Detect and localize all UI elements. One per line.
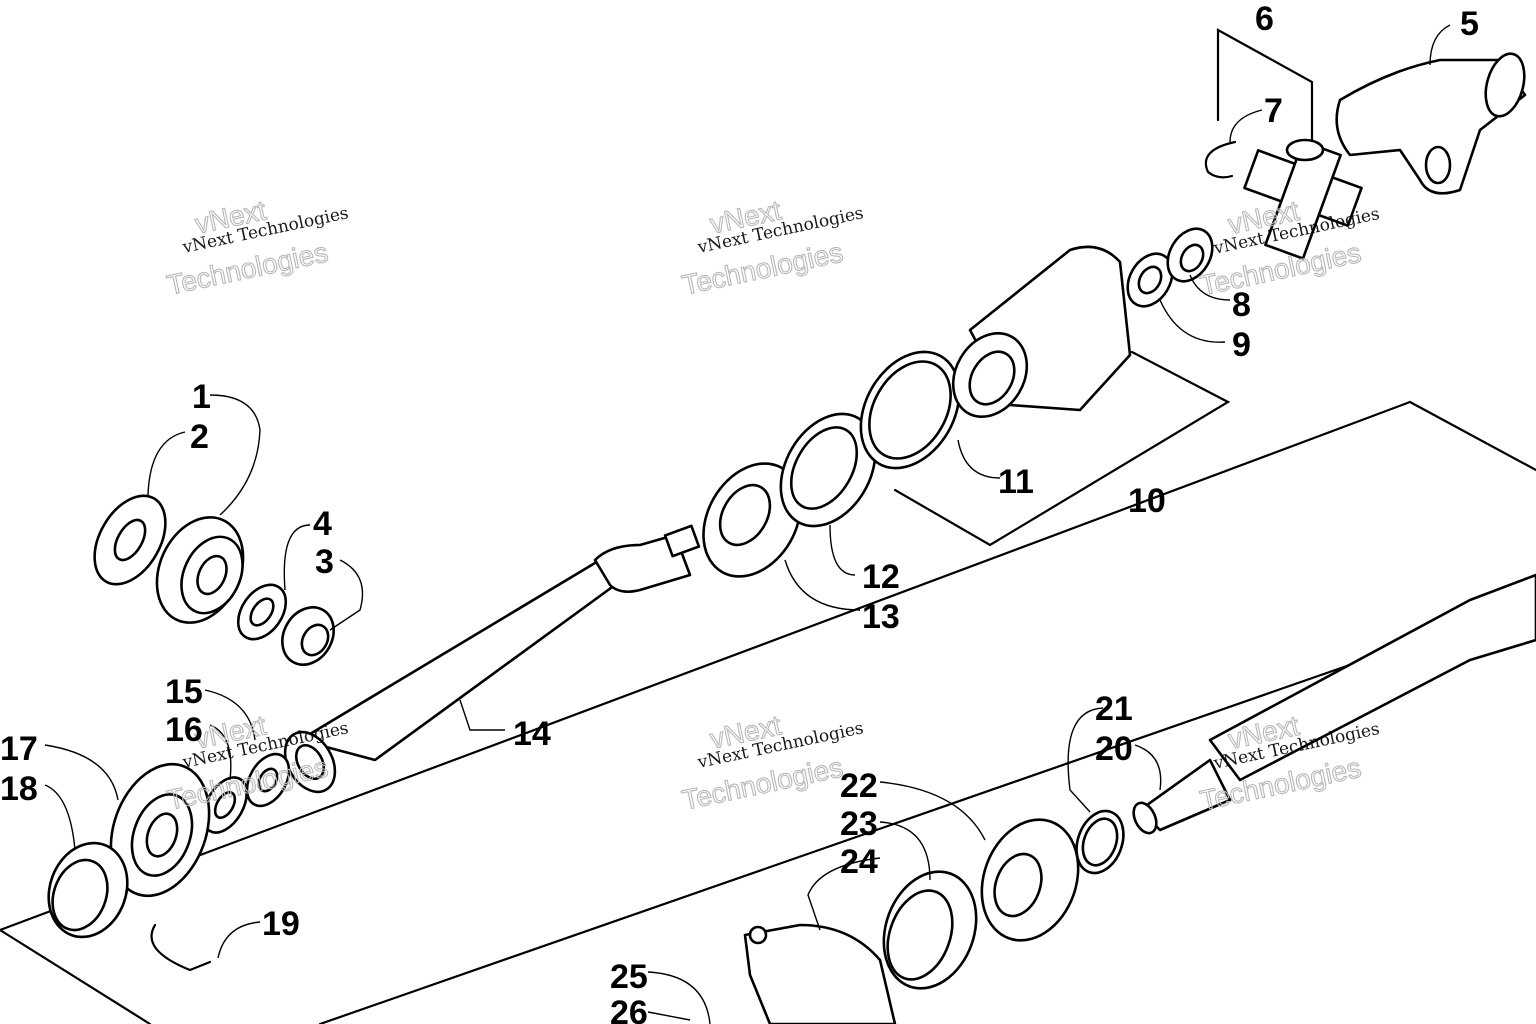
bearing-18 bbox=[47, 841, 129, 939]
lower-assembly-frame bbox=[0, 400, 1536, 932]
callout-15: 15 bbox=[165, 673, 203, 711]
lower-shaft bbox=[1132, 573, 1536, 835]
callout-26: 26 bbox=[610, 994, 648, 1024]
watermark-top-left: vNext vNext Technologies Technologies bbox=[164, 194, 351, 301]
washer-16 bbox=[202, 776, 248, 834]
ring-21 bbox=[1075, 809, 1125, 875]
washer-8 bbox=[1166, 227, 1214, 283]
callout-8: 8 bbox=[1232, 286, 1251, 324]
callout-25: 25 bbox=[610, 958, 648, 996]
callout-17: 17 bbox=[0, 730, 38, 768]
bevel-gear-1 bbox=[155, 516, 245, 624]
watermark-top-center: vNext vNext Technologies Technologies bbox=[679, 194, 866, 301]
callout-22: 22 bbox=[840, 767, 878, 805]
callout-20: 20 bbox=[1095, 730, 1133, 768]
callout-18: 18 bbox=[0, 770, 38, 808]
nut-15 bbox=[245, 752, 291, 808]
callout-7: 7 bbox=[1264, 92, 1283, 130]
callout-9: 9 bbox=[1232, 326, 1251, 364]
callout-16: 16 bbox=[165, 711, 203, 749]
watermark-top-right: vNext vNext Technologies Technologies bbox=[1197, 194, 1382, 301]
bearing-13 bbox=[702, 462, 802, 578]
snap-ring-7 bbox=[1204, 140, 1237, 179]
callout-19: 19 bbox=[262, 905, 300, 943]
bracket-6 bbox=[1216, 28, 1314, 142]
leader-lines bbox=[44, 24, 1451, 1024]
nut-3 bbox=[281, 606, 335, 666]
snap-ring-19 bbox=[150, 923, 212, 972]
callout-4: 4 bbox=[313, 505, 332, 543]
lower-frame-bottom-edge bbox=[318, 598, 1536, 1024]
universal-joint-cross bbox=[1243, 138, 1363, 260]
callout-21: 21 bbox=[1095, 690, 1133, 728]
callout-labels: 1 2 3 4 5 6 7 8 9 10 11 12 13 14 15 16 1… bbox=[0, 0, 1479, 1024]
bracket-10 bbox=[893, 350, 1231, 547]
seal-12 bbox=[779, 412, 877, 528]
seal-23 bbox=[882, 870, 978, 990]
yoke-10 bbox=[951, 245, 1132, 419]
washer-4 bbox=[236, 583, 288, 641]
callout-3: 3 bbox=[315, 543, 334, 581]
drive-shaft bbox=[283, 524, 701, 794]
callout-24: 24 bbox=[840, 843, 878, 881]
ring-11 bbox=[859, 350, 961, 470]
callout-11: 11 bbox=[998, 463, 1034, 501]
bearing-22 bbox=[980, 818, 1080, 942]
callout-1: 1 bbox=[192, 378, 211, 416]
callout-10: 10 bbox=[1128, 482, 1166, 520]
callout-23: 23 bbox=[840, 805, 878, 843]
callout-2: 2 bbox=[190, 418, 209, 456]
callout-5: 5 bbox=[1460, 5, 1479, 43]
washer-9 bbox=[1126, 252, 1174, 308]
washer-2 bbox=[93, 494, 167, 586]
callout-14: 14 bbox=[513, 715, 551, 753]
housing-24 bbox=[743, 923, 897, 1024]
callout-13: 13 bbox=[862, 598, 900, 636]
callout-12: 12 bbox=[862, 558, 900, 596]
gear-17 bbox=[109, 762, 211, 898]
yoke-5 bbox=[1335, 52, 1527, 195]
callout-6: 6 bbox=[1255, 0, 1274, 38]
lower-frame-left-edge bbox=[0, 928, 152, 1024]
